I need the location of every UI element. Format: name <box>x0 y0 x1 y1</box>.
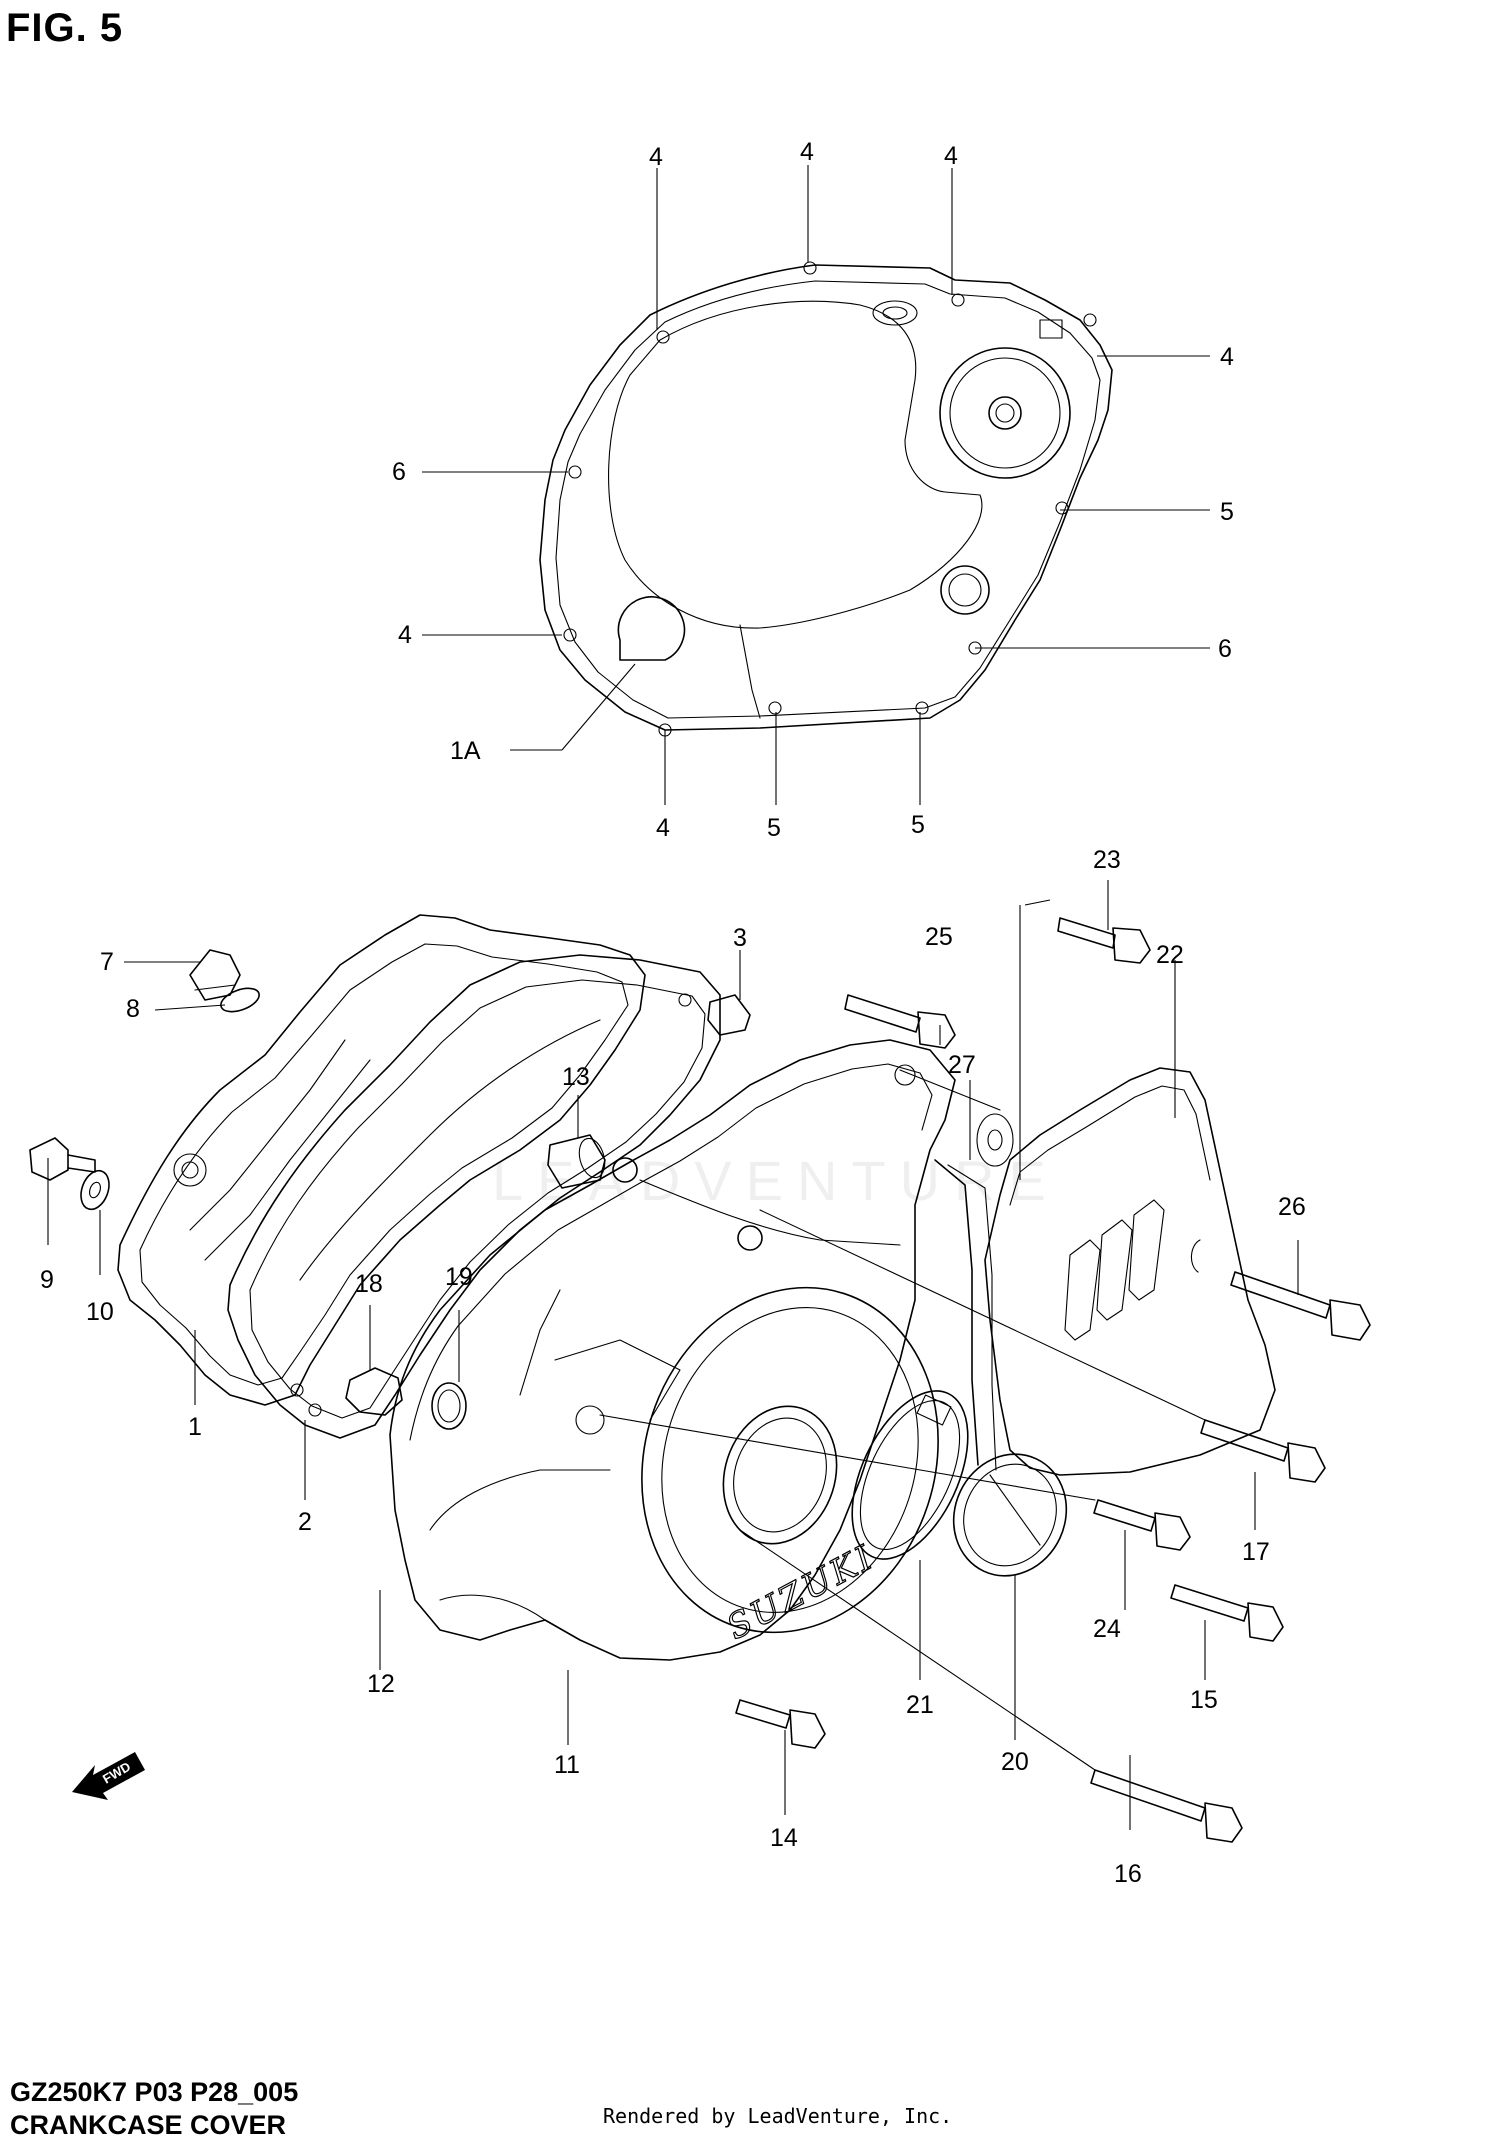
bolt-15 <box>1170 1584 1284 1642</box>
o-ring-21 <box>851 1390 969 1560</box>
dowel-pin-3 <box>707 994 751 1036</box>
callout-13: 13 <box>562 1063 590 1091</box>
suzuki-brand-mark: SUZUKI <box>720 1537 881 1648</box>
callout-20: 20 <box>1001 1748 1029 1776</box>
callout-2: 2 <box>298 1508 312 1536</box>
inspection-plug-20 <box>952 1453 1068 1577</box>
callout-4: 4 <box>398 621 412 649</box>
clutch-cover-inner-1a <box>539 261 1113 737</box>
callout-10: 10 <box>86 1298 114 1326</box>
callout-5: 5 <box>767 814 781 842</box>
bolt-26 <box>1230 1271 1371 1341</box>
washer-10 <box>80 1169 110 1211</box>
fwd-arrow-icon: FWD <box>72 1752 145 1800</box>
callout-22: 22 <box>1156 941 1184 969</box>
callout-21: 21 <box>906 1691 934 1719</box>
callout-23: 23 <box>1093 846 1121 874</box>
callout-8: 8 <box>126 995 140 1023</box>
callout-18: 18 <box>355 1270 383 1298</box>
callout-5: 5 <box>1220 498 1234 526</box>
dowel-pin-13 <box>547 1134 606 1189</box>
callout-4: 4 <box>649 143 663 171</box>
callout-25: 25 <box>925 923 953 951</box>
bolt-24 <box>1093 1499 1191 1551</box>
callout-1: 1 <box>188 1413 202 1441</box>
callout-1a: 1A <box>450 737 481 765</box>
callout-19: 19 <box>445 1263 473 1291</box>
crankcase-gasket-outer <box>117 914 646 1406</box>
callout-4: 4 <box>1220 343 1234 371</box>
bolt-17 <box>1200 1419 1326 1483</box>
bolt-23 <box>1057 917 1151 964</box>
plug-18 <box>345 1367 403 1416</box>
callout-11: 11 <box>554 1751 580 1779</box>
clutch-cover-outer-11: SUZUKI <box>389 1039 956 1661</box>
watermark: LEADVENTURE <box>492 1149 1060 1212</box>
callout-7: 7 <box>100 948 114 976</box>
callout-3: 3 <box>733 924 747 952</box>
callout-4: 4 <box>944 142 958 170</box>
callout-14: 14 <box>770 1824 798 1852</box>
callout-16: 16 <box>1114 1860 1142 1888</box>
model-code: GZ250K7 P03 P28_005 <box>10 2077 299 2107</box>
o-ring-8 <box>220 987 260 1013</box>
callout-6: 6 <box>392 458 406 486</box>
callout-27: 27 <box>948 1051 976 1079</box>
callout-26: 26 <box>1278 1193 1306 1221</box>
bolt-14 <box>735 1699 826 1749</box>
cable-guide-27 <box>934 1159 997 1471</box>
bolt-25 <box>844 994 956 1049</box>
bolt-9 <box>29 1137 96 1181</box>
callout-6: 6 <box>1218 635 1232 663</box>
leader-lines <box>47 165 1299 1830</box>
oil-filler-cap-7 <box>189 949 241 1001</box>
callout-15: 15 <box>1190 1686 1218 1714</box>
callout-4: 4 <box>656 814 670 842</box>
callout-4: 4 <box>800 138 814 166</box>
rendered-by-credit: Rendered by LeadVenture, Inc. <box>603 2104 953 2128</box>
bolt-16 <box>1090 1769 1243 1843</box>
figure-title: FIG. 5 <box>6 6 124 50</box>
alignment-lines <box>599 1069 1206 1771</box>
callout-12: 12 <box>367 1670 395 1698</box>
callout-17: 17 <box>1242 1538 1270 1566</box>
callout-24: 24 <box>1093 1615 1121 1643</box>
callout-labels: 4 4 4 4 6 5 4 6 1A 4 5 5 23 3 25 22 7 8 … <box>40 138 1306 1888</box>
sprocket-cover-22 <box>976 1067 1276 1476</box>
o-ring-19 <box>431 1382 467 1430</box>
callout-5: 5 <box>911 811 925 839</box>
assembly-name: CRANKCASE COVER <box>10 2110 287 2140</box>
callout-9: 9 <box>40 1266 54 1294</box>
